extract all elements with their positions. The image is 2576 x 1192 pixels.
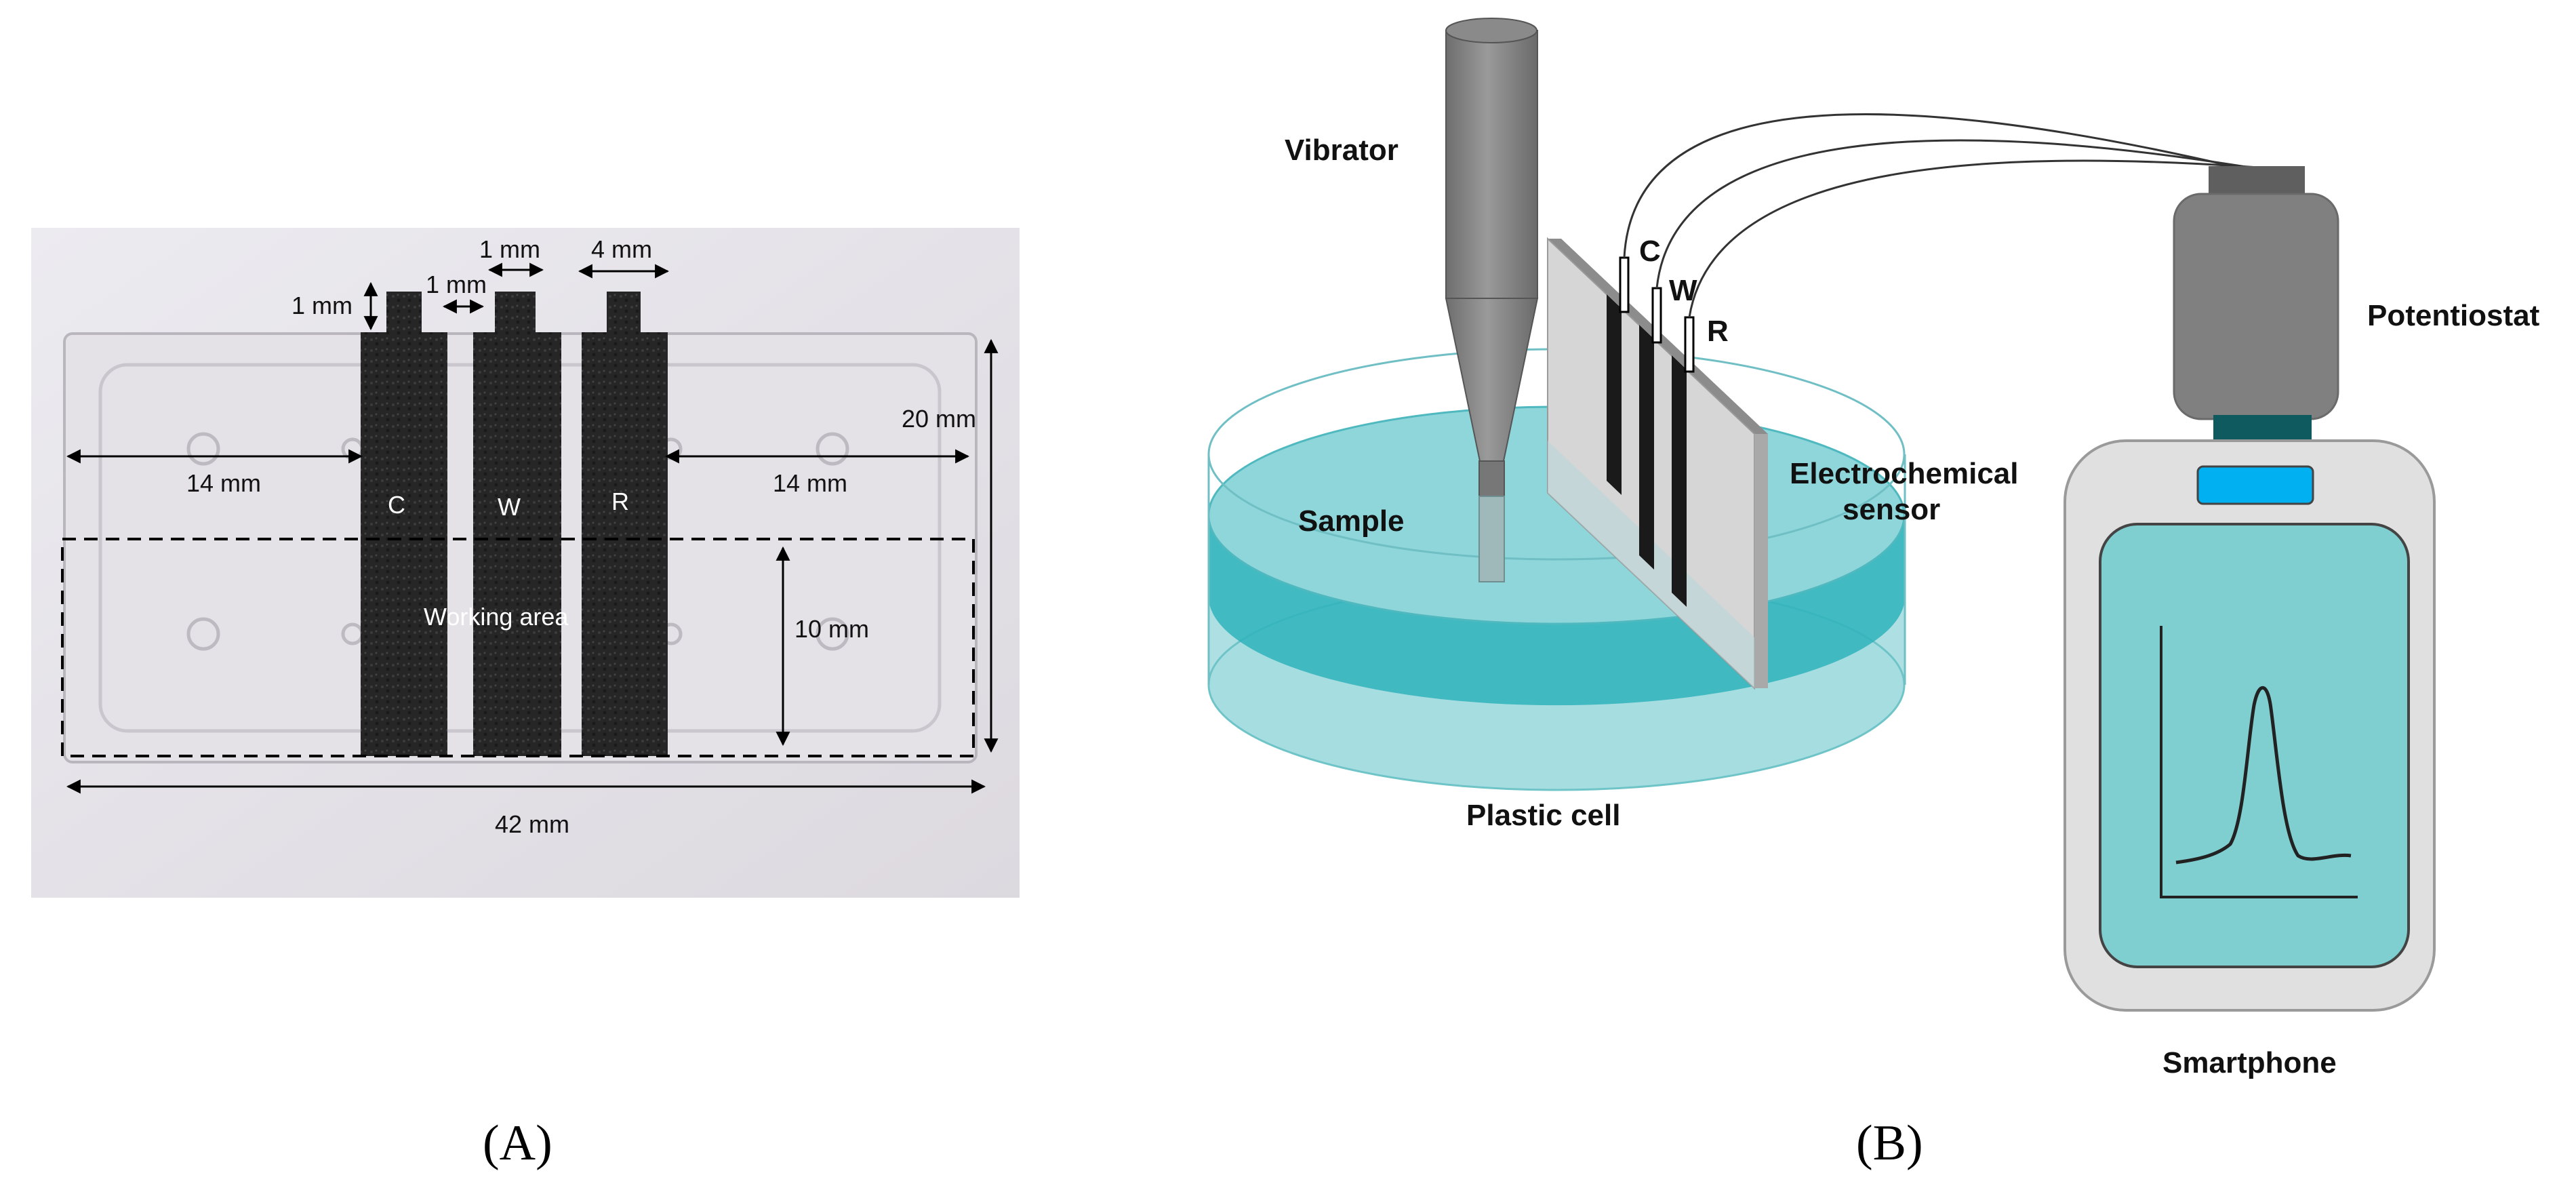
working-area-box (61, 538, 975, 757)
panel-a: 1 mm 1 mm 1 mm 4 mm 14 mm 14 mm 20 mm 10… (31, 228, 1020, 1171)
electrode-w (473, 292, 561, 756)
electrodes (361, 292, 668, 756)
dim-chip-height: 20 mm (902, 405, 976, 433)
dim-electrode-width: 4 mm (591, 235, 652, 263)
label-plastic-cell: Plastic cell (1466, 799, 1620, 832)
label-sample: Sample (1298, 504, 1405, 538)
working-area-label: Working area (424, 603, 569, 631)
vibrator-tip-submerged (1478, 496, 1505, 582)
electrode-label-w: W (498, 493, 521, 521)
voltammogram-curve (2175, 686, 2352, 865)
sensor-label-c: C (1639, 235, 1661, 268)
label-vibrator: Vibrator (1285, 134, 1398, 167)
potentiostat-body (2173, 193, 2339, 420)
panel-a-caption: (A) (483, 1115, 552, 1171)
vibrator-tip (1478, 460, 1505, 497)
potentiostat-connector (2209, 166, 2305, 195)
smartphone (2064, 439, 2436, 1012)
panel-b: Vibrator Sample Plastic cell Electrochem… (1207, 18, 2540, 1171)
sensor-side (1754, 434, 1768, 688)
sensor-label-r: R (1707, 315, 1729, 348)
label-potentiostat: Potentiostat (2367, 299, 2540, 332)
sensor-strip-c (1607, 294, 1622, 495)
sensor-pins (1619, 256, 1695, 373)
vibrator (1445, 18, 1539, 582)
potentiostat-dock (2213, 415, 2312, 443)
dim-chip-length: 42 mm (495, 810, 569, 838)
plot-axes (2160, 626, 2358, 898)
electrode-label-r: R (611, 488, 629, 515)
smartphone-screen (2099, 523, 2410, 968)
sensor-label-w: W (1669, 274, 1697, 307)
plastic-cell (1207, 348, 1906, 791)
dim-tab-width: 1 mm (479, 235, 540, 263)
electrochemical-sensor (1547, 237, 1768, 690)
vibrator-body (1445, 30, 1538, 299)
connection-wires (1623, 113, 2268, 318)
smartphone-speaker (2196, 465, 2314, 505)
dim-gap: 1 mm (426, 271, 487, 298)
panel-b-caption: (B) (1856, 1115, 1923, 1171)
dimension-arrows (66, 262, 999, 794)
potentiostat (2173, 166, 2339, 443)
dim-left-margin: 14 mm (186, 469, 261, 497)
dim-right-margin: 14 mm (773, 469, 847, 497)
sensor-strip-w (1639, 325, 1654, 570)
electrode-r (582, 292, 668, 756)
dim-tab-height: 1 mm (291, 292, 353, 319)
sensor-strip-r (1672, 355, 1687, 607)
label-smartphone: Smartphone (2162, 1046, 2337, 1079)
vibrator-top (1445, 18, 1537, 43)
label-sensor-line2: sensor (1843, 493, 1940, 526)
dim-working-height: 10 mm (794, 615, 869, 643)
electrode-c (361, 292, 447, 756)
label-sensor-line1: Electrochemical (1790, 457, 2019, 490)
electrode-label-c: C (388, 491, 405, 519)
